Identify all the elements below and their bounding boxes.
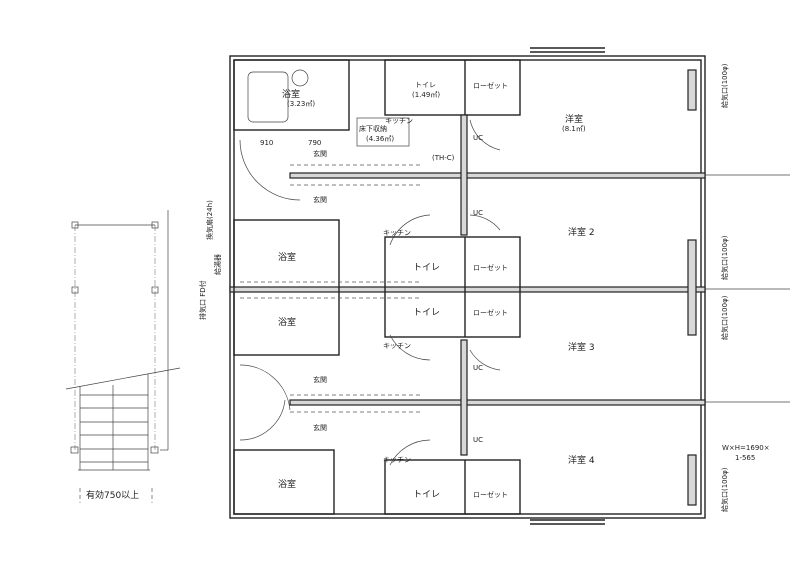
water-heater-mark: (TH-C) (432, 154, 455, 162)
room-area-bath-1: (3.23㎡) (287, 100, 315, 108)
room-label-western-4: 洋室 4 (568, 454, 595, 466)
room-label-bath-4: 浴室 (278, 478, 296, 490)
room-label-kitchen-1: キッチン (385, 117, 413, 125)
air-inlet-note-3: 給気口(100φ) (720, 295, 729, 340)
room-label-kitchen-2: キッチン (383, 229, 411, 237)
room-area-western-1: (8.1㎡) (562, 125, 586, 133)
room-label-closet-3: ローゼット (473, 308, 508, 317)
dimension-790: 790 (308, 139, 321, 147)
room-area-storage-1: (4.36㎡) (366, 135, 394, 143)
air-inlet-note-2: 給気口(100φ) (720, 235, 729, 280)
uc-mark-3: UC (473, 364, 483, 372)
room-label-closet-1: ローゼット (473, 81, 508, 90)
entrance-label-1: 玄関 (313, 149, 327, 158)
room-label-bath-2: 浴室 (278, 251, 296, 263)
entrance-label-4: 玄関 (313, 423, 327, 432)
room-label-closet-4: ローゼット (473, 490, 508, 499)
room-label-bath-3: 浴室 (278, 316, 296, 328)
uc-mark-4: UC (473, 436, 483, 444)
window-note-2: 1-565 (735, 454, 755, 462)
air-inlet-note-4: 給気口(100φ) (720, 467, 729, 512)
air-inlet-note: 給気口(100φ) (720, 63, 729, 108)
room-label-western-3: 洋室 3 (568, 341, 595, 353)
room-label-closet-2: ローゼット (473, 263, 508, 272)
building-walls (229, 47, 790, 525)
exhaust-note: 排気口 FD付 (198, 280, 207, 320)
water-heater-note: 給湯器 (213, 254, 222, 275)
room-area-toilet-1: (1.49㎡) (412, 91, 440, 99)
room-label-toilet-4: トイレ (413, 490, 440, 500)
entrance-label-2: 玄関 (313, 195, 327, 204)
uc-mark-2: UC (473, 209, 483, 217)
room-label-toilet-2: トイレ (413, 263, 440, 273)
room-label-kitchen-3: キッチン (383, 342, 411, 350)
room-label-toilet-1: トイレ (415, 81, 436, 89)
staircase (65, 210, 181, 471)
room-label-western-2: 洋室 2 (568, 226, 595, 238)
room-label-kitchen-4: キッチン (383, 456, 411, 464)
room-label-toilet-3: トイレ (413, 308, 440, 318)
uc-mark-1: UC (473, 134, 483, 142)
room-label-western-1: 洋室 (565, 113, 583, 125)
stair-note: 有効750以上 (86, 489, 139, 501)
fan-note: 換気扇(24h) (205, 200, 214, 240)
entrance-label-3: 玄関 (313, 375, 327, 384)
window-note: W×H=1690× (722, 444, 770, 452)
room-label-storage-1: 床下収納 (359, 124, 387, 133)
dimension-910: 910 (260, 139, 273, 147)
room-label-bath-1: 浴室 (282, 88, 300, 100)
